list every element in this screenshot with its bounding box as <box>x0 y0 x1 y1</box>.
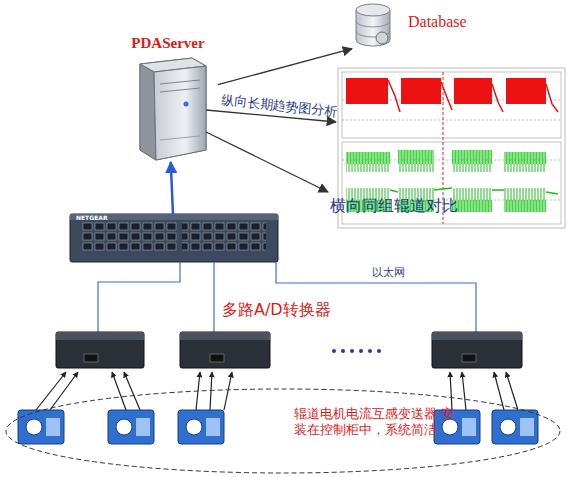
connector-arrow <box>171 162 173 214</box>
signal-arrow <box>36 372 518 410</box>
database-node: Database <box>352 0 492 60</box>
ad-converter <box>56 332 522 368</box>
group-compare-label: 横向同组辊道对比 <box>330 196 458 215</box>
node-text: Database <box>408 12 498 33</box>
node-text: NETGEAR <box>76 214 136 222</box>
ethernet-wire <box>98 262 476 332</box>
server-node: PDAServer <box>118 34 218 162</box>
switch-icon <box>70 214 278 262</box>
ellipse-outline <box>4 387 562 475</box>
database-icon <box>356 4 390 46</box>
server-icon <box>140 58 206 160</box>
ethernet-label: 以太网 <box>372 266 405 279</box>
ad-converter-label: 多路A/D转换器 <box>222 300 331 319</box>
current-sensor <box>18 410 538 444</box>
trend-analysis-label: 纵向长期趋势图分析 <box>220 92 338 120</box>
node-text: 辊道电机电流互感变送器 安装在控制柜中，系统简洁 <box>294 406 462 439</box>
compare-arrow <box>206 132 328 192</box>
ellipsis-dots <box>332 349 381 353</box>
sensor-group-ellipse: 辊道电机电流互感变送器 安装在控制柜中，系统简洁 <box>4 387 562 475</box>
switch-node: NETGEAR <box>70 214 278 262</box>
node-text: PDAServer <box>110 34 226 54</box>
connector-arrow <box>218 49 352 85</box>
